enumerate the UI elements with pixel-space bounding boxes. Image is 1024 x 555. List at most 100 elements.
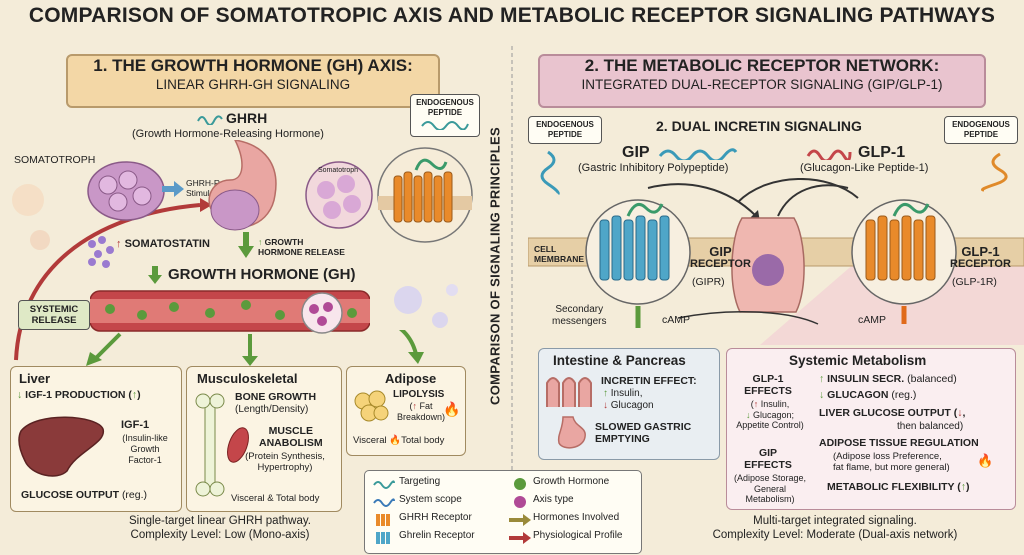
glp1r-label: (GLP-1R) — [952, 276, 997, 288]
liver-output-note: then balanced) — [897, 421, 964, 432]
metabolic-subheading: INTEGRATED DUAL-RECEPTOR SIGNALING (GIP/… — [581, 77, 943, 92]
page-title: COMPARISON OF SOMATOTROPIC AXIS AND META… — [28, 4, 996, 27]
cell-membrane-scene — [528, 178, 1024, 328]
glucagon-regulation: ↓ GLUCAGON (reg.) — [819, 389, 917, 401]
right-footer: Multi-target integrated signaling. Compl… — [712, 515, 958, 541]
systemic-title: Systemic Metabolism — [789, 353, 927, 368]
ghrh-full-name: (Growth Hormone-Releasing Hormone) — [132, 128, 324, 140]
musculo-scope: Visceral & Total body — [231, 493, 320, 504]
gip-peptide-icon — [658, 148, 738, 160]
dual-incretin-label: 2. DUAL INCRETIN SIGNALING — [656, 118, 862, 134]
adipose-card: Adipose LIPOLYSIS (↑ Fat Breakdown) 🔥 Vi… — [346, 366, 466, 456]
glp1-receptor-label: GLP-1 RECEPTOR — [950, 244, 1011, 270]
bone-icon — [195, 393, 225, 497]
glp1-effects-note: (↑ Insulin, ↓ Glucagon; Appetite Control… — [736, 399, 804, 430]
legend-physiological-profile: Physiological Profile — [533, 530, 623, 541]
legend-ghrelin-receptor: Ghrelin Receptor — [399, 530, 475, 541]
glp1-peptide-icon — [806, 149, 852, 160]
ghrh-r-stimulation: GHRH-R Stimulation — [186, 178, 229, 198]
growth-hormone-label: GROWTH HORMONE (GH) — [168, 266, 356, 283]
legend-ghrh-receptor: GHRH Receptor — [399, 512, 472, 523]
camp-right: cAMP — [858, 314, 887, 326]
liver-title: Liver — [19, 371, 51, 386]
left-footer: Single-target linear GHRH pathway. Compl… — [129, 515, 311, 541]
gip-full-name: (Gastric Inhibitory Polypeptide) — [578, 162, 729, 174]
glp1-effects: GLP-1 EFFECTS — [744, 373, 792, 397]
incretin-effects-list: ↑ Insulin, ↓ Glucagon — [603, 388, 654, 411]
ghrelin-receptor-icon — [376, 532, 390, 544]
liver-icon — [18, 416, 104, 477]
somatotroph-zoom — [305, 161, 373, 229]
bone-growth: BONE GROWTH — [235, 391, 317, 403]
metabolic-network-banner: 2. THE METABOLIC RECEPTOR NETWORK: INTEG… — [538, 54, 986, 108]
vertical-comparison-label: COMPARISON OF SIGNALING PRINCIPLES — [487, 127, 503, 405]
gh-down-arrow-icon — [148, 266, 162, 284]
left-endogenous-peptide-tag: ENDOGENOUS PEPTIDE — [410, 94, 480, 137]
gip-effects: GIP EFFECTS — [744, 447, 792, 471]
system-scope-icon — [373, 498, 395, 507]
liver-card: Liver ↓ IGF-1 PRODUCTION (↑) IGF-1 (Insu… — [10, 366, 182, 512]
gipr-label: (GIPR) — [692, 276, 725, 288]
axis-zoom-circle — [301, 292, 343, 334]
igf-label: IGF-1 — [121, 419, 150, 431]
stomach-icon — [557, 416, 586, 449]
adipose-regulation-note: (Adipose loss Preference, fat flame, but… — [833, 451, 950, 473]
systemic-release-tag: SYSTEMIC RELEASE — [18, 300, 90, 330]
somatostatin-dots — [88, 236, 114, 268]
intestine-pancreas-card: Intestine & Pancreas INCRETIN EFFECT: ↑ … — [538, 348, 720, 460]
flame-icon: 🔥 — [443, 401, 461, 417]
adipose-tissue-regulation: ADIPOSE TISSUE REGULATION — [819, 437, 979, 449]
slowed-gastric-emptying: SLOWED GASTRIC EMPTYING — [595, 421, 692, 445]
systemic-metabolism-card: Systemic Metabolism GLP-1 EFFECTS (↑ Ins… — [726, 348, 1016, 510]
intestine-title: Intestine & Pancreas — [553, 353, 686, 368]
legend: Targeting System scope GHRH Receptor Ghr… — [364, 470, 642, 554]
metabolic-heading: 2. THE METABOLIC RECEPTOR NETWORK: — [584, 56, 940, 75]
insulin-secretion: ↑ INSULIN SECR. (balanced) — [819, 373, 957, 385]
gip-label: GIP — [622, 144, 650, 161]
somatotroph-cell — [87, 161, 165, 221]
camp-left: cAMP — [662, 314, 691, 326]
peptide-icon — [421, 121, 469, 131]
lipolysis-note: (↑ Fat Breakdown) — [397, 401, 446, 422]
legend-hormones-involved: Hormones Involved — [533, 512, 620, 523]
cell-membrane-label: CELL MEMBRANE — [534, 244, 585, 264]
axis-type-dot-icon — [514, 496, 526, 508]
gh-axis-banner: 1. THE GROWTH HORMONE (GH) AXIS: LINEAR … — [66, 54, 440, 108]
hormones-arrow-icon — [509, 514, 531, 526]
glucose-output: GLUCOSE OUTPUT (reg.) — [21, 489, 148, 501]
secondary-messengers: Secondary messengers — [552, 304, 607, 327]
targeting-icon — [373, 480, 395, 489]
legend-axis-type: Axis type — [533, 494, 574, 505]
somatotroph-small-label: Somatotroph — [318, 167, 359, 174]
muscle-icon — [227, 427, 249, 463]
bone-growth-note: (Length/Density) — [235, 404, 309, 415]
glp1-full-name: (Glucagon-Like Peptide-1) — [800, 162, 929, 174]
ghrh-label: GHRH — [226, 110, 268, 126]
gh-axis-subheading: LINEAR GHRH-GH SIGNALING — [155, 77, 351, 92]
glp1-label: GLP-1 — [858, 144, 906, 161]
down-arrow-icon — [238, 232, 254, 258]
gh-axis-heading: 1. THE GROWTH HORMONE (GH) AXIS: — [93, 56, 413, 75]
musculo-title: Musculoskeletal — [197, 371, 298, 386]
ghrh-receptor-icon — [376, 514, 390, 526]
right-endogenous-peptide-tag-right: ENDOGENOUS PEPTIDE — [944, 116, 1018, 144]
muscle-note: (Protein Synthesis, Hypertrophy) — [245, 451, 325, 473]
legend-growth-hormone: Growth Hormone — [533, 476, 610, 487]
fat-flame-icon: 🔥 — [977, 453, 994, 468]
lipolysis: LIPOLYSIS — [393, 389, 445, 400]
musculoskeletal-card: Musculoskeletal BONE GROWTH (Length/Dens… — [186, 366, 342, 512]
somatostatin-label: ↑ SOMATOSTATIN — [116, 238, 210, 250]
muscle-anabolism: MUSCLE ANABOLISM — [259, 425, 323, 449]
gip-effects-note: (Adipose Storage, General Metabolism) — [733, 473, 807, 504]
gh-release-label: ↑ GROWTH HORMONE RELEASE — [258, 237, 345, 257]
igf-production: ↓ IGF-1 PRODUCTION (↑) — [17, 389, 141, 401]
gip-receptor-label: GIP RECEPTOR — [690, 244, 751, 270]
somatotroph-label: SOMATOTROPH — [14, 154, 96, 166]
incretin-effect: INCRETIN EFFECT: — [601, 375, 697, 387]
right-endogenous-peptide-tag-left: ENDOGENOUS PEPTIDE — [528, 116, 602, 144]
flame-small-icon: 🔥 — [389, 435, 402, 446]
peptide-squiggle-icon — [540, 150, 560, 196]
metabolic-flexibility: METABOLIC FLEXIBILITY (↑) — [827, 481, 970, 493]
pituitary-gland — [208, 140, 277, 231]
